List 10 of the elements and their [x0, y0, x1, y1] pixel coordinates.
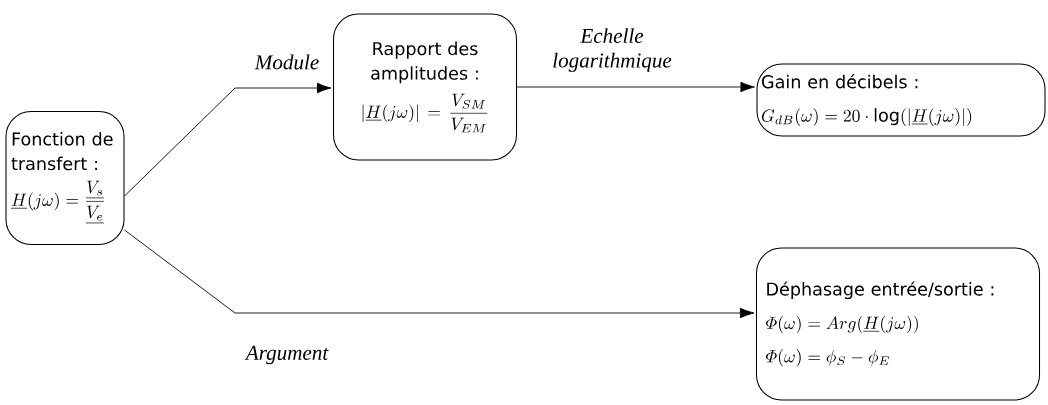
arrow — [124, 82, 332, 197]
edge-label: Argument — [244, 345, 329, 365]
edge-label: Module — [254, 54, 319, 70]
arrow — [516, 81, 755, 93]
rounded-box: Rapport des amplitudes : $\left|\underline{H}(j\omega)\right| = \frac{V_{SM}}{V_{EM}}$ — [333, 13, 518, 161]
rounded-box: Fonction de transfert : $\underline{H}(j\omega)=\frac{\underline{V_s}}{\underline{V_e}}$ — [5, 111, 125, 246]
arrow — [124, 229, 755, 319]
rounded-box: Gain en décibels : $G_{dB}(\omega) = 20\cdot\log(\left|\underline{H}(j\omega)\right|)$ — [756, 63, 1046, 137]
edge-label: Echelle logarithmique — [553, 28, 672, 72]
rounded-box: Déphasage entrée/sortie : $\mathnormal{\Phi}(\omega) = Arg(\underline{H}(j\omega))$ $\mathnormal{\Phi}(\omega) = \phi_S - \phi_E$ — [756, 247, 1041, 401]
